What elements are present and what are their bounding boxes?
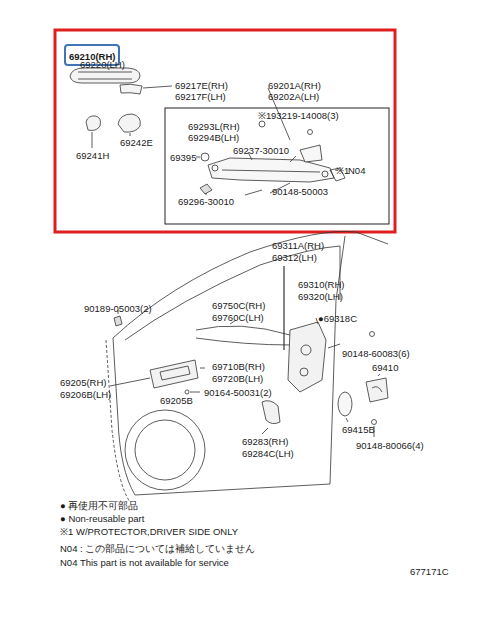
part-number: 69220(LH) bbox=[80, 59, 125, 70]
note-text: ※1 W/PROTECTOR,DRIVER SIDE ONLY bbox=[60, 526, 238, 537]
part-number: 69720B(LH) bbox=[212, 373, 263, 384]
note-text: ● Non-reusable part bbox=[60, 513, 144, 524]
part-number: 69205B bbox=[160, 395, 193, 406]
part-number: 69293L(RH) bbox=[188, 121, 240, 132]
part-number: 69206B(LH) bbox=[60, 389, 111, 400]
part-number: 69312(LH) bbox=[272, 252, 317, 263]
part-number: 90148-80066(4) bbox=[356, 440, 424, 451]
outside-handle bbox=[70, 68, 172, 94]
part-number: 69284C(LH) bbox=[242, 448, 294, 459]
part-number: 69395 bbox=[170, 152, 196, 163]
striker bbox=[338, 374, 388, 437]
note-text: N04 : この部品については補給していません bbox=[60, 543, 255, 554]
part-number: 69242E bbox=[120, 137, 153, 148]
part-number: ※1 bbox=[258, 110, 271, 121]
part-number: 69296-30010 bbox=[178, 196, 234, 207]
part-number: N04 bbox=[348, 165, 365, 176]
part-number: 69283(RH) bbox=[242, 436, 288, 447]
part-number: 69750C(RH) bbox=[212, 300, 265, 311]
part-number: 93219-14008(3) bbox=[271, 110, 339, 121]
part-number: ※1 bbox=[336, 165, 349, 176]
part-number: 677171C bbox=[410, 566, 449, 577]
part-number: 69710B(RH) bbox=[212, 361, 265, 372]
part-number: 69410 bbox=[372, 362, 398, 373]
part-number: 69217E(RH) bbox=[175, 80, 228, 91]
part-number: 90164-50031(2) bbox=[204, 387, 272, 398]
part-number: 90148-60083(6) bbox=[342, 348, 410, 359]
part-number: 90189-05003(2) bbox=[84, 303, 152, 314]
inside-handle bbox=[110, 360, 205, 394]
part-number: 69205(RH) bbox=[60, 377, 106, 388]
part-number: 69202A(LH) bbox=[268, 91, 319, 102]
part-number: 90148-50003 bbox=[272, 186, 328, 197]
door-panel bbox=[106, 231, 388, 502]
part-number: ●69318C bbox=[318, 313, 357, 324]
part-number: 69311A(RH) bbox=[272, 240, 324, 251]
part-number: 69320(LH) bbox=[298, 291, 343, 302]
note-text: ● 再使用不可部品 bbox=[60, 500, 138, 511]
part-number: 69310(RH) bbox=[298, 279, 344, 290]
part-number: 69217F(LH) bbox=[175, 91, 226, 102]
highlight-frame bbox=[55, 30, 395, 232]
part-number: 69237-30010 bbox=[233, 145, 289, 156]
part-number: 69294B(LH) bbox=[188, 132, 239, 143]
part-number: 69241H bbox=[76, 150, 109, 161]
part-number: 69201A(RH) bbox=[268, 80, 321, 91]
note-text: N04 This part is not available for servi… bbox=[60, 557, 229, 568]
pull-handle bbox=[262, 401, 280, 434]
sub-frame bbox=[165, 108, 389, 224]
part-number: 69760C(LH) bbox=[212, 312, 264, 323]
part-number: 69415B bbox=[342, 424, 375, 435]
lock-rods bbox=[196, 266, 292, 350]
